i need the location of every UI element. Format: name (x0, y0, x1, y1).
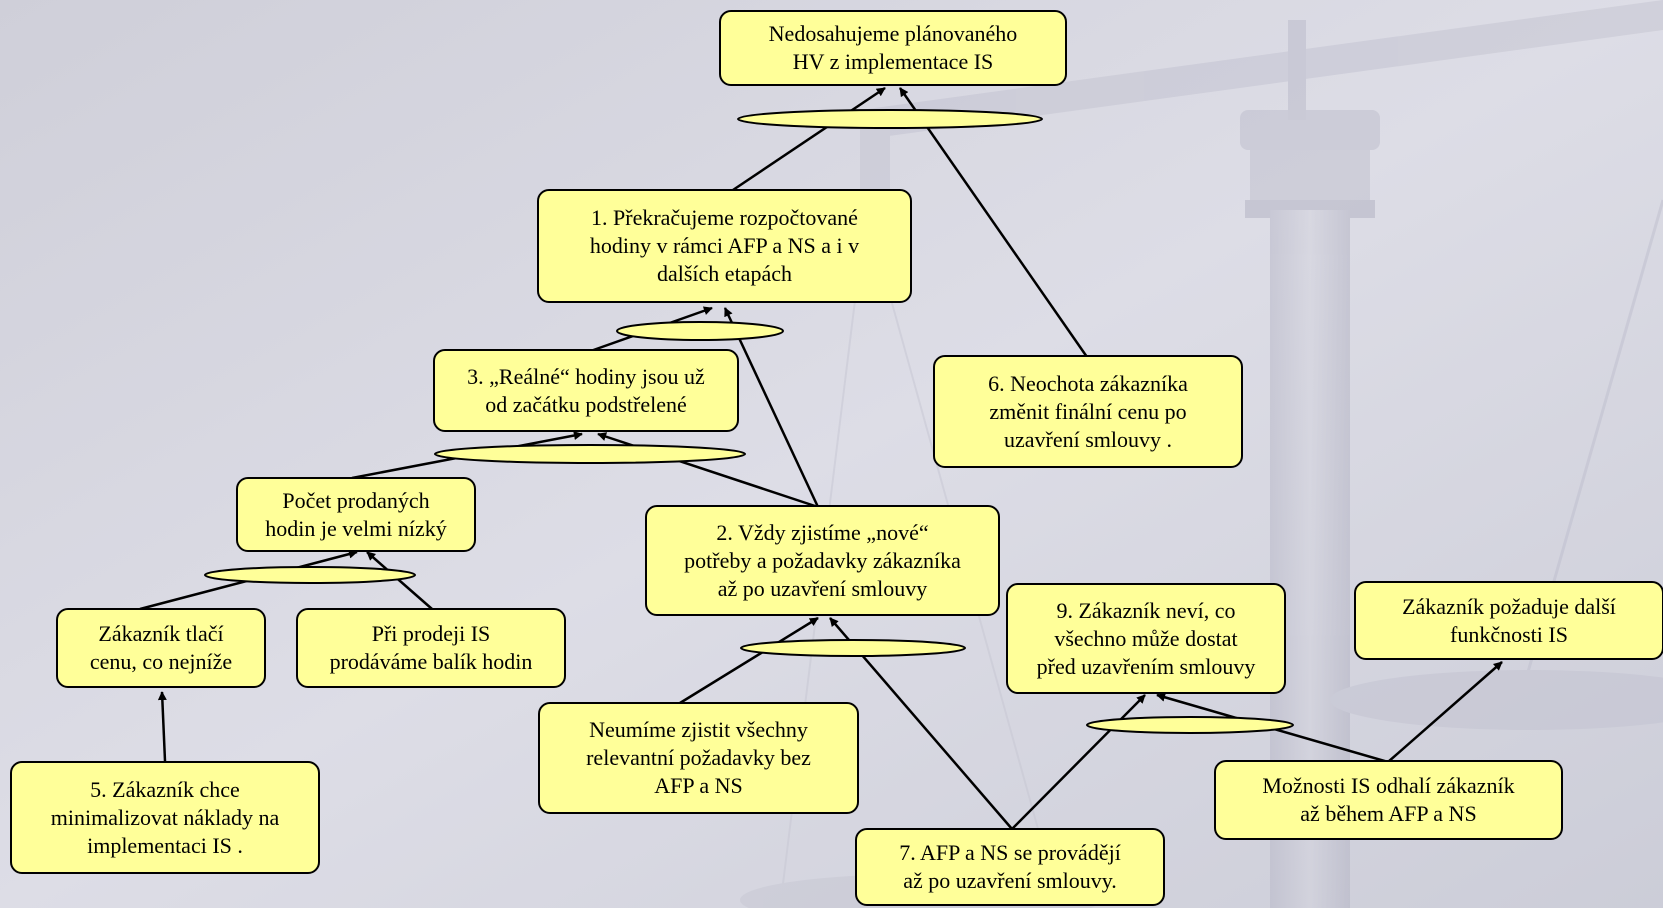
and-connector-pocet (204, 566, 416, 584)
node-6-customer-reluctance: 6. Neochota zákazníka změnit finální cen… (933, 355, 1243, 468)
and-connector-n1 (616, 321, 784, 341)
node-3-real-hours: 3. „Reálné“ hodiny jsou už od začátku po… (433, 349, 739, 432)
node-3-text: 3. „Reálné“ hodiny jsou už od začátku po… (467, 363, 705, 417)
edge-n7-to-n9 (1011, 694, 1146, 830)
node-customer-pushes-price-text: Zákazník tlačí cenu, co nejníže (89, 621, 233, 674)
node-top-problem-text: Nedosahujeme plánovaného HV z implementa… (768, 21, 1018, 74)
node-sold-hours-low: Počet prodaných hodin je velmi nízký (236, 477, 476, 552)
edge-balik-to-pocet (366, 551, 433, 610)
node-hours-package: Při prodeji IS prodáváme balík hodin (296, 608, 566, 688)
node-5-minimize-costs: 5. Zákazník chce minimalizovat náklady n… (10, 761, 320, 874)
edge-moznosti-to-dalsi (1387, 661, 1503, 763)
node-2-new-needs: 2. Vždy zjistíme „nové“ potřeby a požada… (645, 505, 1000, 616)
and-connector-n9 (1086, 716, 1294, 734)
node-customer-pushes-price: Zákazník tlačí cenu, co nejníže (56, 608, 266, 688)
node-7-text: 7. AFP a NS se provádějí až po uzavření … (899, 840, 1121, 893)
and-connector-top (737, 109, 1043, 129)
node-6-text: 6. Neochota zákazníka změnit finální cen… (988, 370, 1188, 452)
node-9-customer-unaware: 9. Zákazník neví, co všechno může dostat… (1006, 583, 1286, 694)
node-customer-wants-more: Zákazník požaduje další funkčnosti IS (1354, 581, 1663, 660)
and-connector-n2 (740, 639, 966, 657)
node-hours-package-text: Při prodeji IS prodáváme balík hodin (329, 621, 533, 674)
node-cannot-find-requirements-text: Neumíme zjistit všechny relevantní požad… (586, 717, 811, 798)
node-customer-wants-more-text: Zákazník požaduje další funkčnosti IS (1402, 593, 1616, 647)
node-2-text: 2. Vždy zjistíme „nové“ potřeby a požada… (684, 519, 961, 601)
node-is-possibilities-text: Možnosti IS odhalí zákazník až během AFP… (1262, 773, 1515, 826)
node-1-budget-overrun: 1. Překračujeme rozpočtované hodiny v rá… (537, 189, 912, 303)
edge-n6-to-top (898, 87, 1089, 358)
node-sold-hours-text: Počet prodaných hodin je velmi nízký (265, 487, 447, 541)
node-7-afp-ns-after-contract: 7. AFP a NS se provádějí až po uzavření … (855, 828, 1165, 906)
node-top-problem: Nedosahujeme plánovaného HV z implementa… (719, 10, 1067, 86)
node-9-text: 9. Zákazník neví, co všechno může dostat… (1036, 597, 1256, 679)
edge-n2-to-n1 (723, 307, 820, 508)
edge-n5-to-tlaci (157, 691, 167, 762)
node-cannot-find-requirements: Neumíme zjistit všechny relevantní požad… (538, 702, 859, 814)
node-1-text: 1. Překračujeme rozpočtované hodiny v rá… (589, 205, 860, 286)
edge-n1-to-top (729, 86, 886, 194)
node-is-possibilities: Možnosti IS odhalí zákazník až během AFP… (1214, 760, 1563, 840)
and-connector-n3 (434, 444, 746, 464)
node-5-text: 5. Zákazník chce minimalizovat náklady n… (50, 776, 280, 858)
edge-neumime-to-n2 (679, 616, 819, 705)
